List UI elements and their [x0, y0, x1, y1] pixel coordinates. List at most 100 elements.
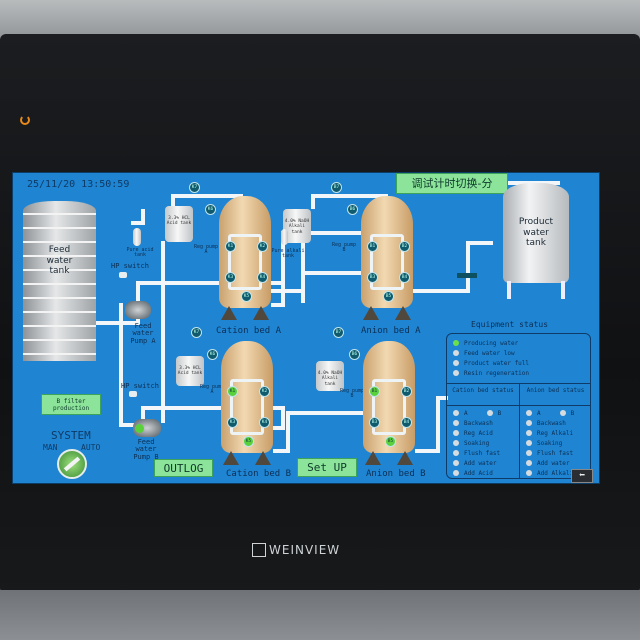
wall-bottom — [0, 590, 640, 640]
cation-status-item: Add water — [453, 458, 513, 468]
valve-B5[interactable]: B5 — [383, 291, 394, 302]
valve-K6[interactable]: K6 — [205, 204, 216, 215]
status-label: Flush fast — [537, 449, 574, 457]
vessel-frame — [372, 379, 406, 435]
valve-B2[interactable]: B2 — [399, 241, 410, 252]
status-label: Feed water low — [464, 349, 515, 357]
pump-b-label: Feed water Pump B — [133, 438, 159, 461]
status-label: Reg Alkali — [537, 429, 574, 437]
brand-text: WEINVIEW — [269, 543, 341, 557]
power-icon — [20, 115, 30, 125]
status-label: Resin regeneration — [464, 369, 530, 377]
status-label: Product water full — [464, 359, 530, 367]
system-man-label: MAN — [43, 443, 58, 452]
status-light-icon — [453, 360, 459, 366]
feed-water-tank: Feed water tank — [23, 201, 96, 361]
status-label: Soaking — [537, 439, 563, 447]
status-label: Producing water — [464, 339, 519, 347]
valve-B7[interactable]: B7 — [333, 327, 344, 338]
valve-B6[interactable]: B6 — [349, 349, 360, 360]
vessel-leg — [255, 451, 271, 465]
status-label: Add Acid — [464, 469, 493, 477]
status-label: Add water — [537, 459, 570, 467]
alkali-tank-a: 4.0% NaOH Alkali tank — [283, 209, 311, 243]
outlog-button[interactable]: OUTLOG — [154, 459, 213, 477]
status-label: Flush fast — [464, 449, 501, 457]
hp-switch-b-icon — [129, 391, 137, 397]
cation-status-item: Reg Acid — [453, 428, 513, 438]
status-label: Add water — [464, 459, 497, 467]
valve-K3[interactable]: K3 — [227, 417, 238, 428]
acid-tank-b: 3.3% HCL Acid tank — [176, 356, 204, 386]
valve-K4[interactable]: K4 — [259, 417, 270, 428]
status-light-icon — [453, 470, 459, 476]
system-mode-switch[interactable] — [57, 449, 87, 479]
hp-switch-a-label: HP switch — [111, 262, 149, 270]
hmi-screen: 25/11/20 13:50:59 调试计时切换-分 Feed water ta… — [12, 172, 600, 484]
valve-B4[interactable]: B4 — [399, 272, 410, 283]
valve-B7[interactable]: B7 — [331, 182, 342, 193]
valve-K7[interactable]: K7 — [189, 182, 200, 193]
status-item: Resin regeneration — [453, 368, 584, 378]
valve-K5[interactable]: K5 — [241, 291, 252, 302]
valve-K1[interactable]: K1 — [227, 386, 238, 397]
equipment-status-title: Equipment status — [471, 320, 549, 329]
valve-K7[interactable]: K7 — [191, 327, 202, 338]
feed-pump-b-icon[interactable] — [133, 419, 161, 437]
filter-production-button[interactable]: B filter production — [41, 394, 101, 415]
status-light-icon — [453, 430, 459, 436]
valve-B2[interactable]: B2 — [401, 386, 412, 397]
status-light-icon — [526, 460, 532, 466]
status-light-icon — [453, 440, 459, 446]
valve-B3[interactable]: B3 — [369, 417, 380, 428]
cation-status-item: Backwash — [453, 418, 513, 428]
status-label: Add Alkali — [537, 469, 574, 477]
status-label: Backwash — [464, 419, 493, 427]
status-light-icon — [453, 420, 459, 426]
back-button[interactable]: ⬅ — [571, 469, 593, 483]
valve-K5[interactable]: K5 — [243, 436, 254, 447]
status-light-icon — [559, 410, 566, 416]
valve-K1[interactable]: K1 — [225, 241, 236, 252]
anion-status-item: Add Alkali — [526, 468, 585, 478]
valve-K2[interactable]: K2 — [259, 386, 270, 397]
status-item: Feed water low — [453, 348, 584, 358]
valve-B5[interactable]: B5 — [385, 436, 396, 447]
valve-B1[interactable]: B1 — [369, 386, 380, 397]
vessel-frame — [370, 234, 404, 290]
pump-running-icon — [135, 424, 144, 433]
status-light-icon — [453, 340, 459, 346]
valve-B3[interactable]: B3 — [367, 272, 378, 283]
setup-button[interactable]: Set UP — [297, 458, 357, 477]
datetime: 25/11/20 13:50:59 — [27, 179, 130, 190]
feed-pump-a-icon[interactable] — [125, 301, 151, 319]
hp-switch-a-icon — [119, 272, 127, 278]
valve-K6[interactable]: K6 — [207, 349, 218, 360]
system-auto-label: AUTO — [81, 443, 101, 452]
vessel-leg — [397, 451, 413, 465]
status-light-icon — [453, 350, 459, 356]
cation-status-item: Soaking — [453, 438, 513, 448]
status-item: Producing water — [453, 338, 584, 348]
valve-K4[interactable]: K4 — [257, 272, 268, 283]
valve-B1[interactable]: B1 — [367, 241, 378, 252]
valve-B4[interactable]: B4 — [401, 417, 412, 428]
status-label: Soaking — [464, 439, 490, 447]
valve-B6[interactable]: B6 — [347, 204, 358, 215]
status-light-icon — [486, 410, 493, 416]
reg-pump-c-label: Reg pump A — [199, 384, 225, 396]
vessel-leg — [253, 306, 269, 320]
tank-leg — [561, 281, 565, 299]
mode-title-button[interactable]: 调试计时切换-分 — [396, 173, 508, 194]
anion-status-item: Soaking — [526, 438, 585, 448]
valve-K2[interactable]: K2 — [257, 241, 268, 252]
valve-K3[interactable]: K3 — [225, 272, 236, 283]
pure-alkali-label: Pure alkali tank — [271, 248, 305, 260]
logo-mark-icon — [252, 543, 266, 557]
status-light-icon — [526, 430, 532, 436]
status-light-icon — [453, 460, 459, 466]
wall — [0, 0, 640, 40]
